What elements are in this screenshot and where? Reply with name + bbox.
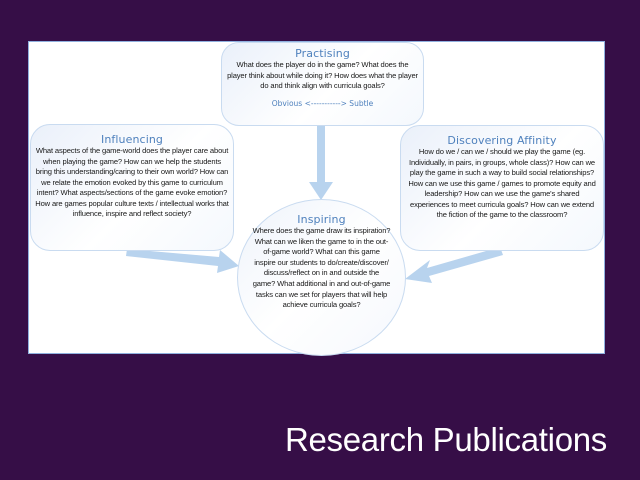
node-influencing-title: Influencing (100, 133, 163, 146)
node-practising-title: Practising (295, 47, 350, 60)
slide-title: Research Publications (284, 421, 607, 458)
node-inspiring-title: Inspiring (297, 213, 346, 226)
node-inspiring-body: Where does the game draw its inspiration… (252, 226, 391, 310)
node-influencing: Influencing What aspects of the game-wor… (30, 124, 234, 251)
node-discovering-affinity-body: How do we / can we / should we play the … (408, 147, 596, 219)
node-practising-scale: Obvious <-----------> Subtle (271, 98, 374, 108)
node-influencing-body: What aspects of the game-world does the … (35, 146, 229, 218)
node-practising: Practising What does the player do in th… (221, 42, 424, 126)
node-discovering-affinity-title: Discovering Affinity (447, 134, 557, 147)
node-practising-body: What does the player do in the game? Wha… (227, 60, 418, 90)
node-inspiring: Inspiring Where does the game draw its i… (237, 199, 406, 356)
node-discovering-affinity: Discovering Affinity How do we / can we … (400, 125, 604, 251)
